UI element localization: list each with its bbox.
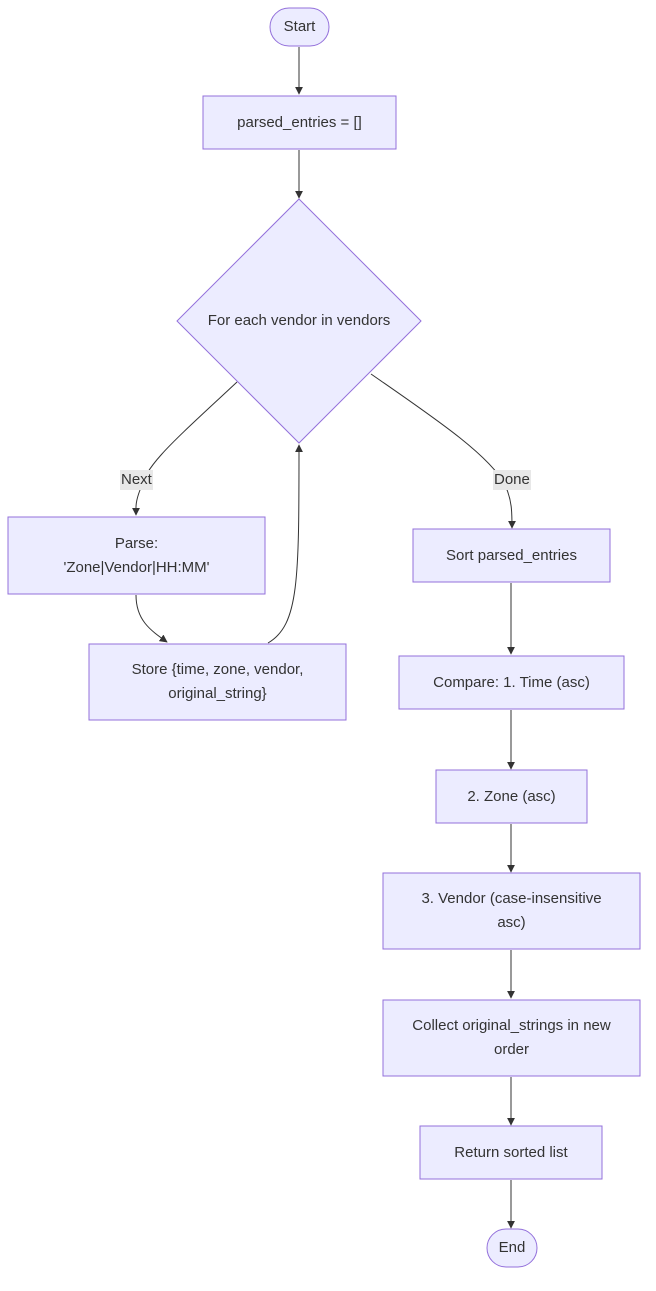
node-parse-label-line1: Parse: (114, 534, 159, 552)
node-parse-label: Parse: 'Zone|Vendor|HH:MM' (8, 517, 265, 594)
edge-store-to-loop (267, 444, 303, 644)
node-start-label: Start (283, 18, 316, 35)
node-compare-label: Compare: 1. Time (asc) (433, 673, 590, 691)
node-sort-label: Sort parsed_entries (446, 546, 577, 564)
node-return-label: Return sorted list (454, 1143, 568, 1161)
node-collect-label: Collect original_strings in new order (412, 1017, 611, 1058)
node-parse-label-line2: 'Zone|Vendor|HH:MM' (63, 558, 210, 576)
node-end-label: End (498, 1239, 526, 1256)
node-vendor-shape (382, 872, 641, 950)
node-parse-shape (7, 516, 266, 595)
node-loop-shape (176, 198, 422, 444)
node-sort-shape (412, 528, 611, 583)
edge-loop-to-sort (370, 373, 516, 529)
node-start-shape (269, 7, 330, 47)
node-end-shape (486, 1228, 538, 1268)
node-store-shape (88, 643, 347, 721)
node-collect-shape (382, 999, 641, 1077)
node-init-label: parsed_entries = [] (237, 113, 362, 131)
node-zone-label: 2. Zone (asc) (467, 787, 556, 805)
node-zone-shape (435, 769, 588, 824)
edge-loop-to-parse (131, 381, 238, 516)
node-vendor-label: 3. Vendor (case-insensitive asc) (421, 890, 602, 931)
node-init-shape (202, 95, 397, 150)
edge-parse-to-store (135, 594, 168, 643)
node-return-shape (419, 1125, 603, 1180)
edge-label-done: Done (493, 470, 531, 490)
node-compare-shape (398, 655, 625, 710)
edge-label-next: Next (120, 470, 153, 490)
node-store-label: Store {time, zone, vendor, original_stri… (131, 661, 304, 702)
node-loop-label: For each vendor in vendors (207, 312, 391, 329)
